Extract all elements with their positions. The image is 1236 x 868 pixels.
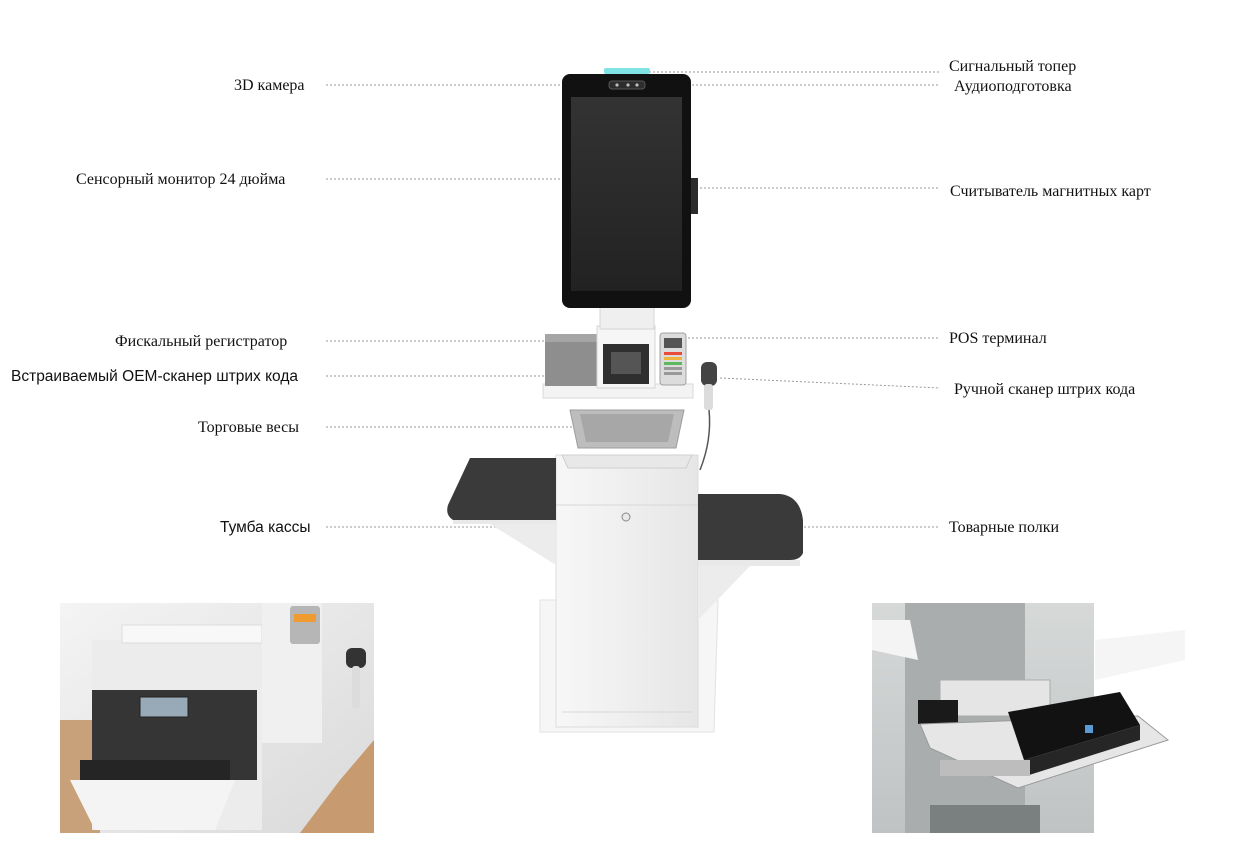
shelf-left-bracket: [490, 524, 556, 565]
cabinet-lock-icon: [621, 512, 631, 522]
hand-scanner-cable: [699, 409, 711, 471]
label-camera-3d: 3D камера: [234, 77, 305, 94]
cabinet: [555, 454, 699, 728]
shelf-left: [447, 458, 556, 520]
fiscal-printer: [545, 334, 597, 386]
monitor-screen: [571, 97, 682, 291]
scale-base: [561, 454, 693, 469]
hand-scanner: [701, 362, 717, 386]
photo-internal-right: [872, 603, 1185, 833]
label-signal-topper: Сигнальный топер: [949, 58, 1077, 75]
shelf-right-bracket: [698, 566, 750, 620]
camera-lens-icon: [626, 83, 630, 87]
label-pos-terminal: POS терминал: [949, 330, 1047, 347]
camera-lens-icon: [635, 83, 639, 87]
kiosk: [447, 68, 803, 733]
label-cabinet: Тумба кассы: [220, 519, 311, 536]
shelf-left-edge: [453, 520, 556, 524]
monitor-neck: [599, 304, 655, 330]
camera-lens-icon: [615, 83, 619, 87]
scale-tray-inner: [580, 414, 674, 442]
label-scales: Торговые весы: [198, 419, 299, 436]
label-fiscal-registrar: Фискальный регистратор: [115, 333, 288, 350]
pos-screen: [664, 338, 682, 348]
shelf-right-edge: [698, 560, 800, 566]
label-audio-prep: Аудиоподготовка: [954, 78, 1072, 95]
label-oem-scanner: Встраиваемый OEM-сканер штрих кода: [11, 368, 298, 385]
leader-hand-scanner: [719, 377, 941, 389]
shelf-right: [698, 494, 803, 560]
label-shelves: Товарные полки: [949, 519, 1060, 536]
pos-keypad: [664, 352, 682, 375]
label-touch-monitor: Сенсорный монитор 24 дюйма: [76, 171, 286, 188]
fiscal-printer-top: [545, 334, 597, 342]
oem-scanner-glass: [611, 352, 641, 374]
photo-internal-left: [60, 603, 374, 833]
signal-topper: [604, 68, 650, 74]
label-hand-scanner: Ручной сканер штрих кода: [954, 381, 1136, 398]
label-card-reader: Считыватель магнитных карт: [950, 183, 1151, 200]
hand-scanner-grip: [704, 384, 713, 410]
